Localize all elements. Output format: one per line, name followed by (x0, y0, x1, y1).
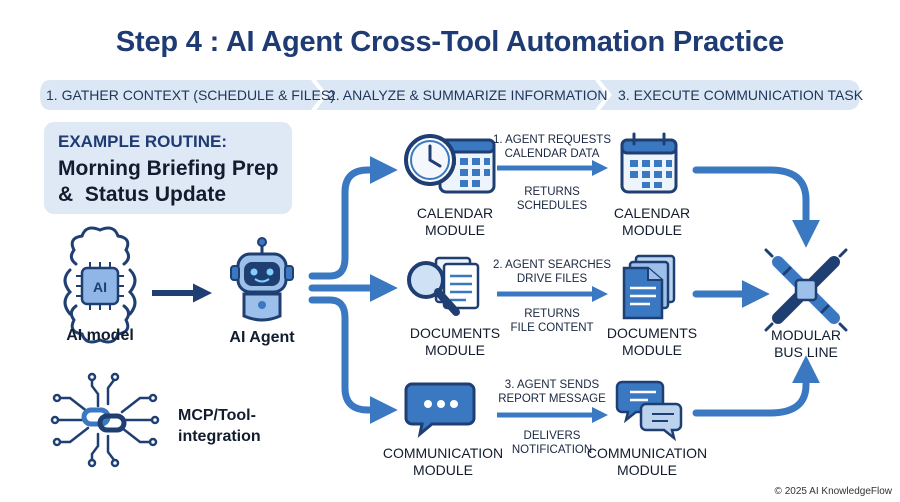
phase-banner: 1. GATHER CONTEXT (SCHEDULE & FILES) 2. … (40, 80, 864, 110)
calendar-module-line1: CALENDAR (416, 205, 494, 221)
phase-execute: 3. EXECUTE COMMUNICATION TASK (618, 87, 864, 103)
arrow-to-calendar (308, 156, 398, 280)
phase-banner-shapes (40, 80, 860, 110)
bus-line-label: MODULAR BUS LINE (746, 327, 866, 361)
exchange-arrows (497, 159, 608, 423)
returns-schedules-line1: RETURNS (524, 186, 580, 198)
bus-connector-icon (764, 248, 848, 332)
arrow-to-communication (308, 296, 398, 424)
ai-model-label: AI model (66, 327, 134, 344)
documents-module-label: DOCUMENTS MODULE (395, 325, 515, 359)
documents-icon (622, 254, 676, 320)
agent-branch-arrows (308, 156, 398, 424)
calendar-icon (620, 132, 678, 194)
communication-target-line2: MODULE (617, 462, 677, 478)
search-drive-line2: DRIVE FILES (516, 273, 588, 285)
page-title: Step 4 : AI Agent Cross-Tool Automation … (115, 26, 785, 58)
returns-schedules-line2: SCHEDULES (516, 200, 588, 212)
documents-target-label: DOCUMENTS MODULE (592, 325, 712, 359)
sends-report-line1: 3. AGENT SENDS (504, 379, 600, 391)
documents-module-line1: DOCUMENTS (409, 325, 501, 341)
routine-label: EXAMPLE ROUTINE: (58, 132, 228, 151)
delivers-notification-label: DELIVERS NOTIFICATION (492, 429, 612, 457)
bus-arrows (692, 166, 820, 417)
mcp-label-line2: integration (178, 428, 261, 445)
sends-report-label: 3. AGENT SENDS REPORT MESSAGE (492, 378, 612, 406)
calendar-module-label: CALENDAR MODULE (395, 205, 515, 239)
search-drive-line1: 2. AGENT SEARCHES (492, 259, 612, 271)
documents-target-line1: DOCUMENTS (606, 325, 698, 341)
communication-module-line1: COMMUNICATION (382, 445, 504, 461)
bus-line-label-line1: MODULAR (770, 327, 841, 343)
calendar-target-line1: CALENDAR (613, 205, 691, 221)
search-drive-label: 2. AGENT SEARCHES DRIVE FILES (492, 258, 612, 286)
copyright: © 2025 AI KnowledgeFlow (774, 486, 892, 497)
documents-target-line2: MODULE (622, 342, 682, 358)
delivers-notification-line1: DELIVERS (523, 430, 581, 442)
bus-line-label-line2: BUS LINE (774, 344, 838, 360)
ai-chip-badge: AI (93, 279, 107, 295)
communication-module-label: COMMUNICATION MODULE (378, 445, 508, 479)
calendar-module-line2: MODULE (425, 222, 485, 238)
returns-file-content-line1: RETURNS (524, 308, 580, 320)
document-search-icon (407, 256, 480, 316)
communication-module-line2: MODULE (413, 462, 473, 478)
returns-schedules-label: RETURNS SCHEDULES (492, 185, 612, 213)
phase-analyze: 2. ANALYZE & SUMMARIZE INFORMATION (328, 87, 608, 103)
request-calendar-label: 1. AGENT REQUESTS CALENDAR DATA (492, 133, 612, 161)
documents-module-line2: MODULE (425, 342, 485, 358)
circuit-link-icon (50, 372, 160, 468)
example-routine-card: EXAMPLE ROUTINE: Morning Briefing Prep &… (44, 122, 292, 214)
request-calendar-line1: 1. AGENT REQUESTS (492, 134, 611, 146)
robot-agent-icon (230, 237, 294, 322)
returns-file-content-line2: FILE CONTENT (510, 322, 594, 334)
mcp-label-line1: MCP/Tool- (178, 407, 256, 424)
calendar-clock-icon (404, 134, 496, 194)
calendar-target-label: CALENDAR MODULE (592, 205, 712, 239)
chat-bubbles-icon (615, 380, 683, 442)
request-calendar-line2: CALENDAR DATA (504, 148, 600, 160)
chat-bubble-icon (404, 382, 476, 438)
ai-chip-icon (63, 226, 137, 344)
communication-target-line1: COMMUNICATION (586, 445, 708, 461)
ai-agent-label: AI Agent (229, 329, 295, 346)
delivers-notification-line2: NOTIFICATION (511, 444, 593, 456)
phase-gather: 1. GATHER CONTEXT (SCHEDULE & FILES) (46, 87, 335, 103)
returns-file-content-label: RETURNS FILE CONTENT (492, 307, 612, 335)
routine-title-line1: Morning Briefing Prep (58, 157, 279, 180)
communication-target-label: COMMUNICATION MODULE (582, 445, 712, 479)
routine-title-line2: & Status Update (58, 183, 227, 206)
calendar-target-line2: MODULE (622, 222, 682, 238)
sends-report-line2: REPORT MESSAGE (498, 393, 606, 405)
